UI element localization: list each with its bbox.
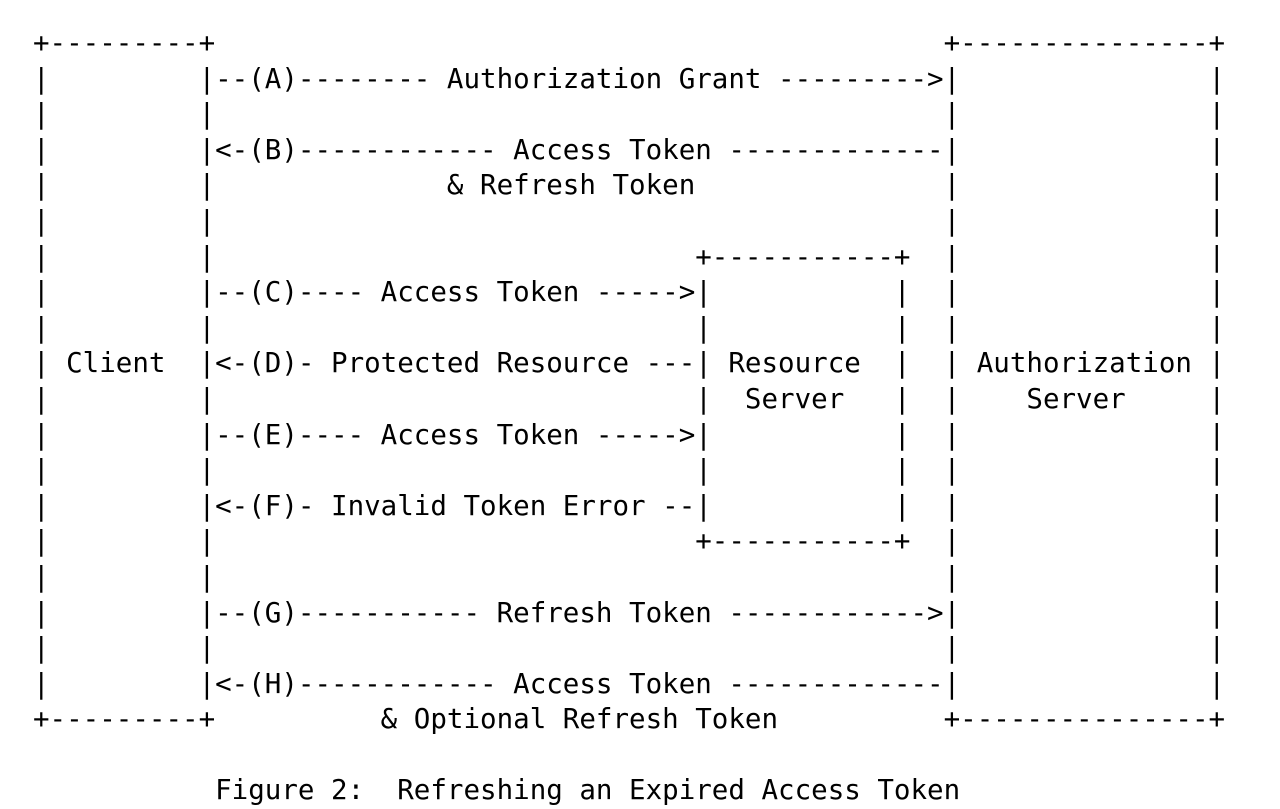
ascii-diagram: +---------+ +---------------+ | |--(A)--… <box>33 27 1226 807</box>
figure-container: +---------+ +---------------+ | |--(A)--… <box>33 27 1225 806</box>
